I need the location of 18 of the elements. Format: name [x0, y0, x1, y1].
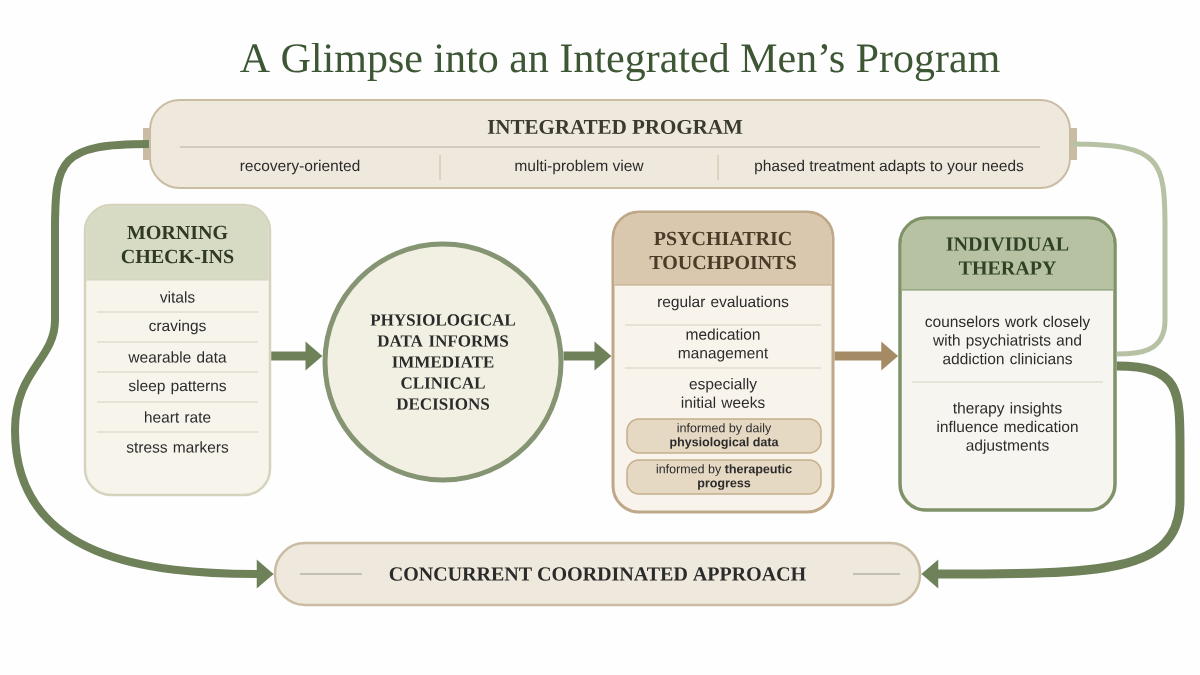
list-item: medication management [678, 328, 769, 362]
note-pill: informed by therapeutic progress [626, 459, 822, 495]
list-item: cravings [149, 319, 206, 335]
list-item: regular evaluations [658, 295, 789, 311]
card-heading: MORNING CHECK-INS [86, 206, 269, 280]
list-item: heart rate [145, 411, 211, 423]
title: A Glimpse into an Integrated Men’s Program [240, 42, 1000, 82]
list-item: vitals [159, 291, 195, 303]
list-item: counselors work closely with psychiatrists and addiction clinicians [925, 315, 1091, 365]
approach-banner: CONCURRENT COORDINATED APPROACH [273, 541, 922, 607]
card-heading: INDIVIDUAL THERAPY [901, 219, 1114, 290]
card-heading: PSYCHIATRIC TOUCHPOINTS [614, 213, 832, 285]
list-item: therapy insights influence medication adjustments [937, 402, 1078, 454]
list-item: sleep patterns [128, 379, 227, 395]
list-item: stress markers [126, 441, 229, 453]
note-pill: informed by daily physiological data [626, 418, 822, 454]
list-item: wearable data [128, 351, 227, 363]
list-item: especially initial weeks [681, 378, 765, 408]
